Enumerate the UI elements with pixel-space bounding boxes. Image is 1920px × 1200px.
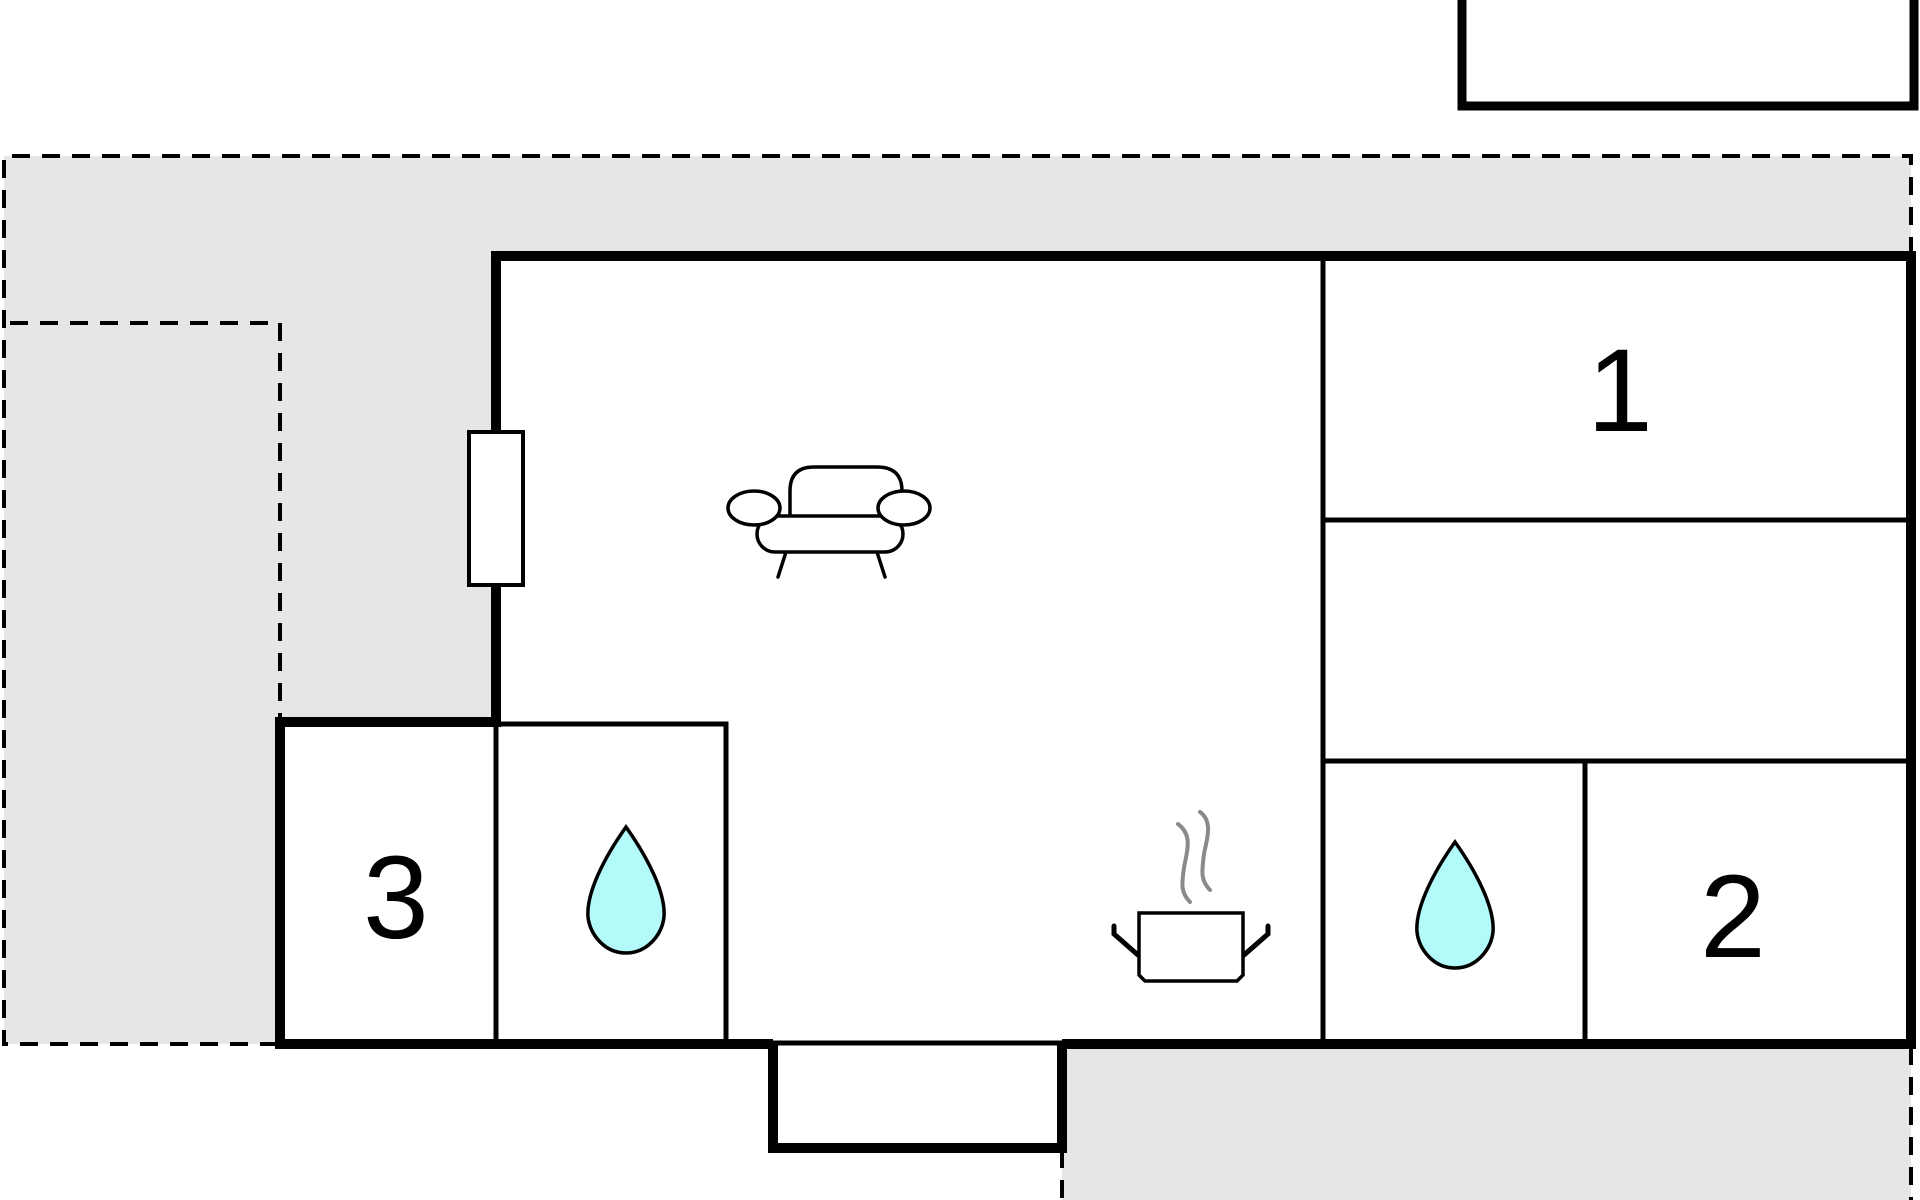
wall-top-and-left	[491, 251, 1916, 1049]
room-label-3: 3	[363, 832, 429, 964]
exterior-walls	[275, 251, 1916, 1153]
interior-walls	[493, 256, 1911, 1046]
entrance-porch	[768, 1044, 1067, 1153]
terrace-boundary-inner	[10, 321, 282, 722]
water-drop-icon	[586, 823, 666, 955]
terrace-boundary-outer	[2, 154, 1913, 1200]
room-label-2: 2	[1700, 851, 1766, 983]
window	[467, 430, 525, 587]
steam	[1176, 810, 1212, 904]
water-drop-icon	[1415, 838, 1495, 970]
sofa-icon	[726, 465, 932, 579]
room-label-1: 1	[1587, 325, 1653, 457]
interior-floor	[280, 256, 1911, 1147]
terrace-left	[4, 256, 496, 1044]
cooking-pot-icon	[1111, 810, 1271, 983]
neighbour-building	[1457, 0, 1919, 111]
wall-bedroom-3-outer	[275, 717, 773, 1049]
terrace-lower-right	[1062, 1044, 1911, 1200]
